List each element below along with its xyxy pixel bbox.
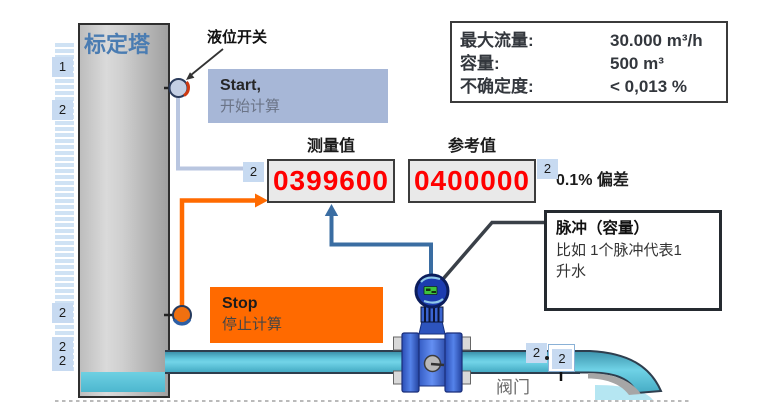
spec-label: 最大流量: — [460, 31, 534, 50]
flowmeter-flange-left — [401, 332, 420, 393]
start-connector-line — [176, 98, 247, 171]
specs-box: 最大流量: 30.000 m³/h 容量: 500 m³ 不确定度: < 0,0… — [450, 21, 728, 103]
stop-connector-line — [179, 198, 256, 306]
flowmeter-flange-right — [444, 332, 463, 393]
pulse-callout-box: 脉冲（容量） 比如 1个脉冲代表1 升水 — [544, 210, 722, 311]
measured-value-display: 0399600 — [267, 159, 395, 203]
flowmeter-bolt-plate — [461, 370, 471, 385]
spec-row-uncertainty: 不确定度: < 0,013 % — [460, 75, 718, 98]
pipe-elbow — [569, 350, 663, 395]
measured-value-label: 测量值 — [306, 138, 355, 155]
spec-label: 不确定度: — [460, 77, 534, 96]
start-box: Start, 开始计算 — [208, 69, 388, 123]
animation-badge: 2 — [243, 162, 264, 182]
reference-value-label: 参考值 — [447, 138, 496, 155]
stop-box: Stop 停止计算 — [210, 287, 383, 343]
flowmeter-signal-line — [329, 213, 433, 281]
stop-title: Stop — [222, 295, 258, 312]
animation-badge: 2 — [52, 100, 73, 120]
head-display-digits — [426, 288, 431, 291]
animation-badge: 2 — [52, 303, 73, 323]
start-title: Start, — [220, 77, 261, 94]
deviation-label: 0.1% 偏差 — [556, 172, 629, 189]
animation-badge: 2 — [537, 159, 558, 179]
tower-title: 标定塔 — [84, 32, 151, 57]
stop-subtitle: 停止计算 — [222, 316, 283, 333]
spec-label: 容量: — [460, 54, 500, 73]
level-switch-label: 液位开关 — [207, 29, 268, 46]
tower-water-level — [81, 372, 165, 392]
level-switch-arrowhead — [186, 72, 195, 80]
stop-switch-indicator — [172, 318, 192, 326]
pulse-callout-line — [435, 220, 545, 288]
animation-badge: 2 — [526, 343, 547, 363]
stop-connector-arrowhead — [255, 193, 268, 208]
pipe-outflow-splash — [595, 385, 653, 400]
flowmeter-bolt-plate — [393, 336, 403, 351]
calibration-tower — [78, 23, 170, 398]
animation-badge: 2 — [52, 351, 73, 371]
pulse-line1: 比如 1个脉冲代表1 — [556, 242, 682, 259]
level-gauge-strip — [55, 43, 74, 373]
head-arrow-bottom — [423, 298, 444, 304]
flowmeter-stem — [418, 320, 446, 335]
head-arrow-top — [420, 276, 441, 283]
reference-value: 0400000 — [413, 165, 530, 196]
pulse-line2: 升水 — [556, 263, 587, 280]
flowmeter-bolt-plate — [393, 370, 403, 385]
spec-row-capacity: 容量: 500 m³ — [460, 52, 718, 75]
animation-badge: 2 — [552, 349, 572, 369]
spec-value: 30.000 m³/h — [610, 31, 703, 50]
start-subtitle: 开始计算 — [220, 98, 281, 115]
pipe-dot-marker — [545, 356, 549, 360]
level-switch-arrow-line — [190, 48, 224, 76]
valve-label: 阀门 — [496, 378, 530, 397]
flowmeter-sensor-handle — [430, 362, 445, 367]
flowmeter-bolt-plate — [461, 336, 471, 351]
water-pipe — [165, 350, 580, 374]
start-switch-indicator — [183, 81, 191, 97]
head-display-digits — [431, 291, 436, 293]
spec-value: 500 m³ — [610, 54, 664, 73]
spec-value: < 0,013 % — [610, 77, 688, 96]
reference-value-display: 0400000 — [408, 159, 536, 203]
pipe-elbow-shadow — [588, 373, 641, 395]
animation-badge: 1 — [52, 57, 73, 77]
flowmeter-signal-arrowhead — [324, 204, 339, 216]
measured-value: 0399600 — [272, 165, 389, 196]
pulse-title: 脉冲（容量） — [556, 220, 650, 237]
spec-row-max-flow: 最大流量: 30.000 m³/h — [460, 29, 718, 52]
